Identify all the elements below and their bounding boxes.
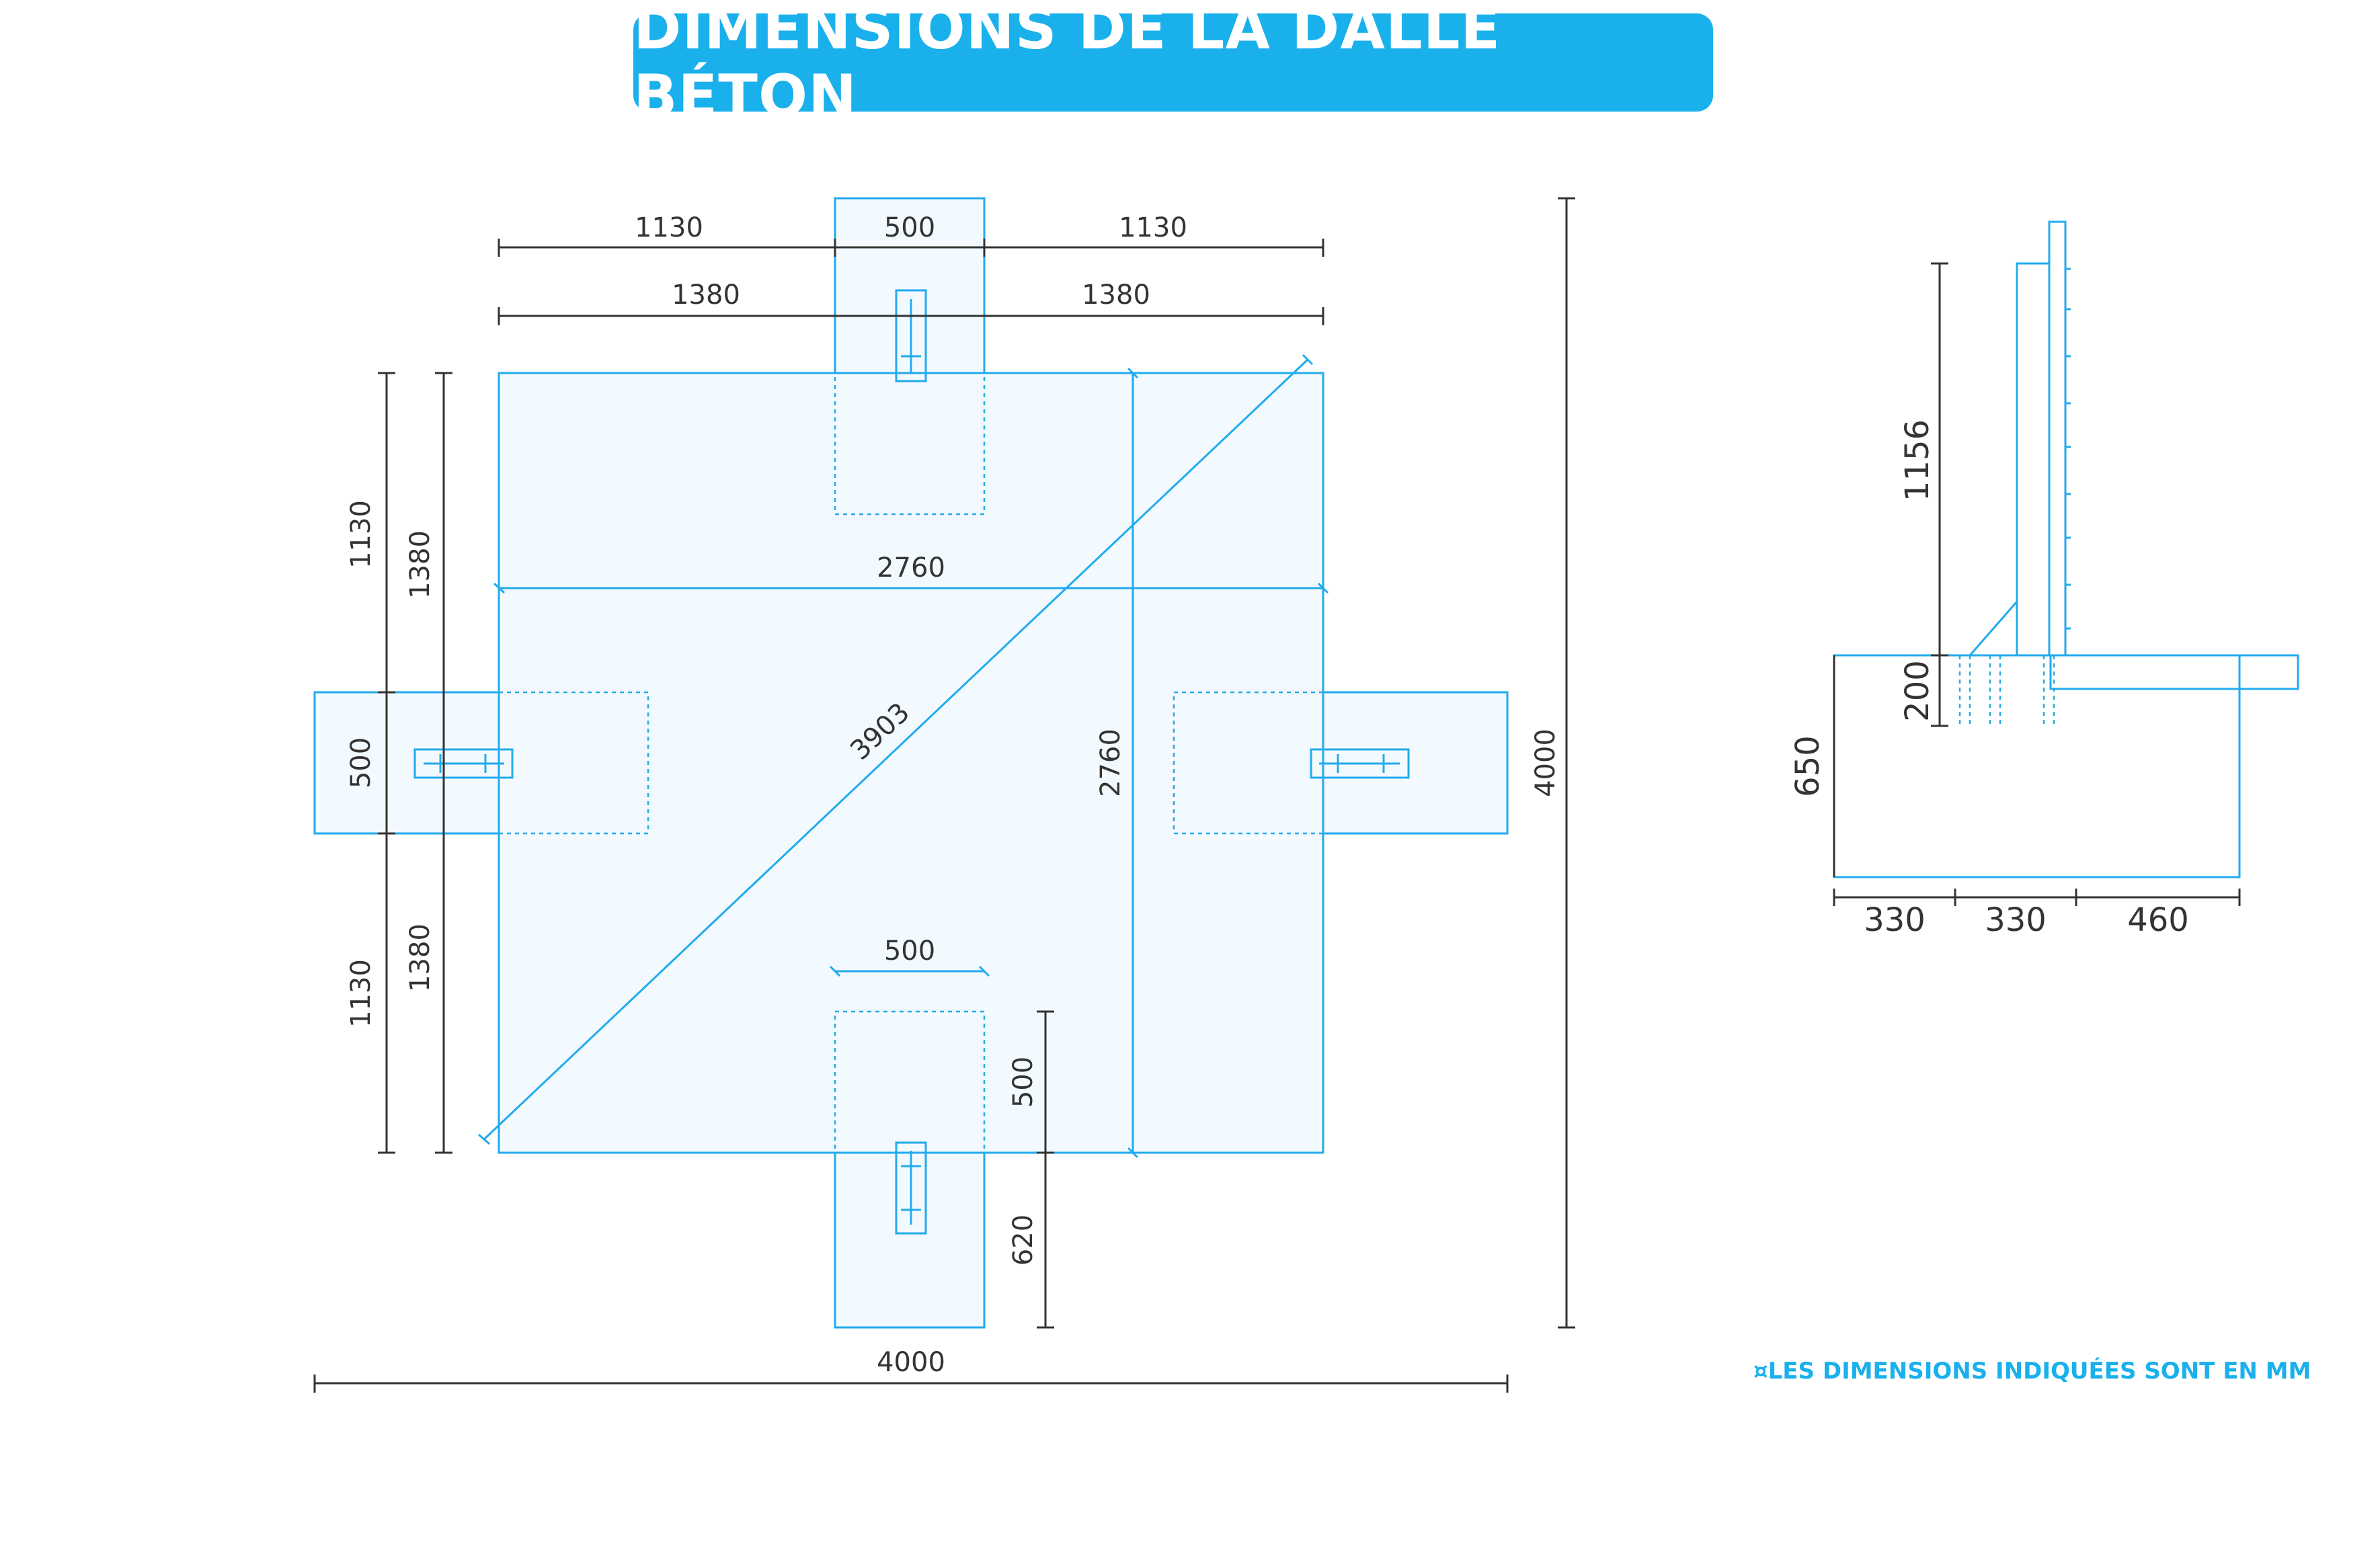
left-dim-ticks xyxy=(378,372,452,1154)
bottom-extension-label: 620 xyxy=(1008,1215,1039,1266)
left-center-width-label: 500 xyxy=(346,737,376,788)
section-view: 1156 200 650 330 330 460 xyxy=(1789,220,2299,939)
footing-depth-label: 650 xyxy=(1789,735,1827,797)
bottom-post-plate xyxy=(895,1141,927,1235)
post-bolts xyxy=(2065,268,2071,630)
page-title: DIMENSIONS DE LA DALLE BÉTON xyxy=(633,0,1501,130)
left-lower-outer-label: 1380 xyxy=(405,924,436,992)
slab-width-label: 2760 xyxy=(877,552,945,583)
title-banner: DIMENSIONS DE LA DALLE BÉTON xyxy=(633,0,1713,130)
width-c-label: 460 xyxy=(2127,901,2189,939)
bottom-center-width-label: 500 xyxy=(884,936,935,967)
left-lower-inner-label: 1130 xyxy=(346,959,376,1028)
top-right-outer-label: 1380 xyxy=(1082,280,1150,311)
post-inner xyxy=(2016,262,2051,657)
diagonal-line xyxy=(483,358,1309,1141)
left-post-plate xyxy=(413,748,514,779)
post-height-label: 1156 xyxy=(1899,419,1936,501)
top-right-offset-label: 1130 xyxy=(1119,212,1187,243)
slab-thickness-label: 200 xyxy=(1899,660,1936,722)
main-slab xyxy=(498,372,1324,1154)
slab-height-label: 2760 xyxy=(1095,729,1126,797)
brace-line xyxy=(1969,601,2018,656)
top-left-outer-label: 1380 xyxy=(672,280,740,311)
bottom-extension xyxy=(834,1151,986,1329)
post-outer xyxy=(2048,220,2067,657)
width-a-label: 330 xyxy=(1864,901,1926,939)
top-dim-ticks xyxy=(498,239,1324,325)
left-upper-outer-label: 1380 xyxy=(405,530,436,599)
bottom-pocket xyxy=(834,1010,986,1154)
top-pocket xyxy=(834,372,986,516)
right-post-plate xyxy=(1310,748,1410,779)
top-extension xyxy=(834,197,986,374)
width-b-label: 330 xyxy=(1985,901,2047,939)
top-center-width-label: 500 xyxy=(884,212,935,243)
left-upper-inner-label: 1130 xyxy=(346,500,376,569)
units-note: ¤LES DIMENSIONS INDIQUÉES SONT EN MM xyxy=(1753,1358,2311,1385)
plan-view: 1130 500 1130 1380 1380 1130 1380 500 11… xyxy=(313,197,1575,1393)
total-height-label: 4000 xyxy=(1530,729,1561,797)
bottom-pocket-depth-label: 500 xyxy=(1008,1057,1039,1108)
slab-section xyxy=(2049,654,2299,690)
top-left-offset-label: 1130 xyxy=(635,212,703,243)
total-width-label: 4000 xyxy=(877,1347,945,1378)
